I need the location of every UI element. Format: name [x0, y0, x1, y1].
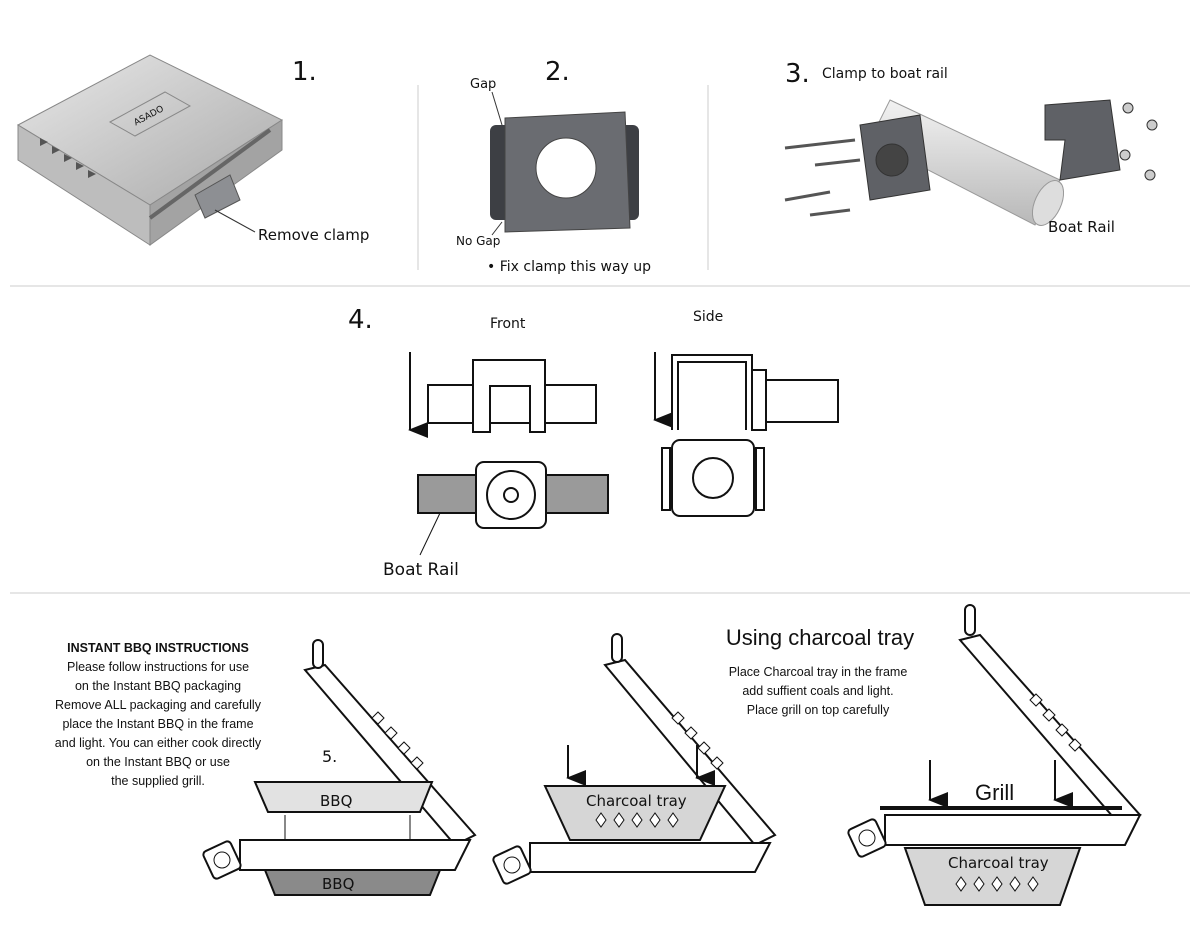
instructions-line: place the Instant BBQ in the frame	[62, 717, 253, 731]
section-dividers	[10, 85, 1190, 594]
clamp-parts	[784, 99, 1158, 217]
step-4-boat-rail-label: Boat Rail	[383, 560, 459, 580]
instructions-line: Please follow instructions for use	[67, 660, 249, 674]
side-view-drawing	[653, 352, 839, 517]
instructions-line: and light. You can either cook directly	[55, 736, 262, 750]
bbq-frame-instant: BBQ BBQ	[202, 639, 477, 896]
step-1: ASADO 1. Remove clamp	[16, 54, 369, 246]
step-3-number: 3.	[785, 59, 810, 89]
front-view-drawing	[408, 352, 609, 556]
step-5-number: 5.	[322, 747, 337, 766]
instructions-heading: INSTANT BBQ INSTRUCTIONS	[67, 641, 249, 655]
charcoal-instruction-line: Place grill on top carefully	[747, 703, 890, 717]
step-2: 2. Gap No Gap • Fix clamp this way up	[456, 57, 651, 275]
bbq-label-bottom: BBQ	[322, 875, 354, 893]
fix-clamp-note: • Fix clamp this way up	[487, 259, 651, 275]
instant-bbq-instructions: INSTANT BBQ INSTRUCTIONS Please follow i…	[55, 641, 262, 788]
charcoal-instruction-line: add suffient coals and light.	[742, 684, 893, 698]
instructions-line: Remove ALL packaging and carefully	[55, 698, 262, 712]
step-2-number: 2.	[545, 57, 570, 87]
bbq-lid-image: ASADO	[16, 54, 284, 246]
charcoal-tray-label: Charcoal tray	[586, 792, 687, 810]
remove-clamp-caption: Remove clamp	[258, 226, 369, 244]
front-label: Front	[490, 316, 526, 332]
instructions-line: on the Instant BBQ or use	[86, 755, 230, 769]
bbq-frame-grill: Grill Charcoal tray	[847, 604, 1142, 906]
charcoal-title: Using charcoal tray	[726, 625, 914, 650]
bbq-frame-charcoal: Charcoal tray	[492, 633, 777, 885]
charcoal-instruction-line: Place Charcoal tray in the frame	[729, 665, 908, 679]
instructions-line: the supplied grill.	[111, 774, 205, 788]
grill-label: Grill	[975, 780, 1014, 805]
clamp-image	[490, 111, 639, 233]
charcoal-tray-label-2: Charcoal tray	[948, 854, 1049, 872]
step-4: 4. Front Side Boat Rail	[348, 305, 839, 580]
step-3-title: Clamp to boat rail	[822, 66, 948, 82]
step-3: 3. Clamp to boat rail Boat Rail	[784, 59, 1158, 236]
side-label: Side	[693, 309, 723, 325]
step-1-number: 1.	[292, 57, 317, 87]
bbq-label-top: BBQ	[320, 792, 352, 810]
instructions-line: on the Instant BBQ packaging	[75, 679, 241, 693]
leader-line	[214, 209, 256, 233]
step-4-number: 4.	[348, 305, 373, 335]
no-gap-label: No Gap	[456, 234, 500, 248]
boat-rail-label: Boat Rail	[1048, 218, 1115, 236]
gap-label: Gap	[470, 77, 496, 92]
